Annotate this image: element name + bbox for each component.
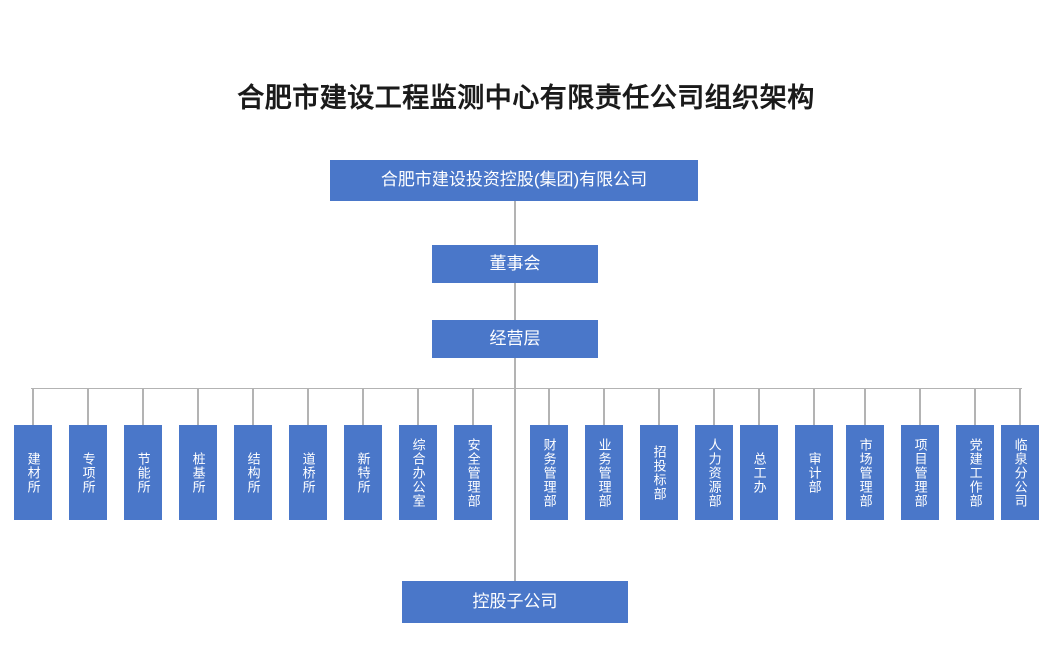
department-box[interactable]: 党建工作部 (956, 425, 994, 520)
connector-drop-line (713, 388, 715, 425)
connector-drop-line (362, 388, 364, 425)
node-holding-subsidiary[interactable]: 控股子公司 (402, 581, 628, 623)
department-box[interactable]: 招投标部 (640, 425, 678, 520)
connector-drop-line (197, 388, 199, 425)
connector-drop-line (864, 388, 866, 425)
connector-drop-line (974, 388, 976, 425)
department-box[interactable]: 总工办 (740, 425, 778, 520)
connector-drop-line (758, 388, 760, 425)
department-box[interactable]: 道桥所 (289, 425, 327, 520)
department-box[interactable]: 财务管理部 (530, 425, 568, 520)
connector-drop-line (417, 388, 419, 425)
department-box[interactable]: 建材所 (14, 425, 52, 520)
department-box[interactable]: 市场管理部 (846, 425, 884, 520)
department-box[interactable]: 结构所 (234, 425, 272, 520)
connector-parent-to-board (514, 201, 516, 245)
department-box[interactable]: 新特所 (344, 425, 382, 520)
connector-board-to-management (514, 283, 516, 320)
node-management-level[interactable]: 经营层 (432, 320, 598, 358)
department-box[interactable]: 项目管理部 (901, 425, 939, 520)
connector-bus-to-subsidiary (514, 388, 516, 581)
connector-drop-line (142, 388, 144, 425)
connector-drop-line (32, 388, 34, 425)
department-box[interactable]: 桩基所 (179, 425, 217, 520)
node-board-of-directors[interactable]: 董事会 (432, 245, 598, 283)
connector-drop-line (87, 388, 89, 425)
department-box[interactable]: 业务管理部 (585, 425, 623, 520)
department-box[interactable]: 安全管理部 (454, 425, 492, 520)
connector-drop-line (1019, 388, 1021, 425)
department-box[interactable]: 人力资源部 (695, 425, 733, 520)
connector-drop-line (919, 388, 921, 425)
connector-drop-line (548, 388, 550, 425)
node-parent-company[interactable]: 合肥市建设投资控股(集团)有限公司 (330, 160, 698, 201)
connector-drop-line (472, 388, 474, 425)
connector-drop-line (603, 388, 605, 425)
connector-horizontal-bus (31, 387, 1022, 390)
department-box[interactable]: 临泉分公司 (1001, 425, 1039, 520)
connector-drop-line (252, 388, 254, 425)
connector-drop-line (658, 388, 660, 425)
connector-drop-line (307, 388, 309, 425)
department-box[interactable]: 节能所 (124, 425, 162, 520)
department-box[interactable]: 专项所 (69, 425, 107, 520)
department-box[interactable]: 审计部 (795, 425, 833, 520)
connector-drop-line (813, 388, 815, 425)
department-box[interactable]: 综合办公室 (399, 425, 437, 520)
connector-management-to-bus (514, 358, 516, 388)
department-row: 建材所专项所节能所桩基所结构所道桥所新特所综合办公室安全管理部财务管理部业务管理… (0, 425, 1052, 520)
page-title: 合肥市建设工程监测中心有限责任公司组织架构 (237, 83, 815, 113)
